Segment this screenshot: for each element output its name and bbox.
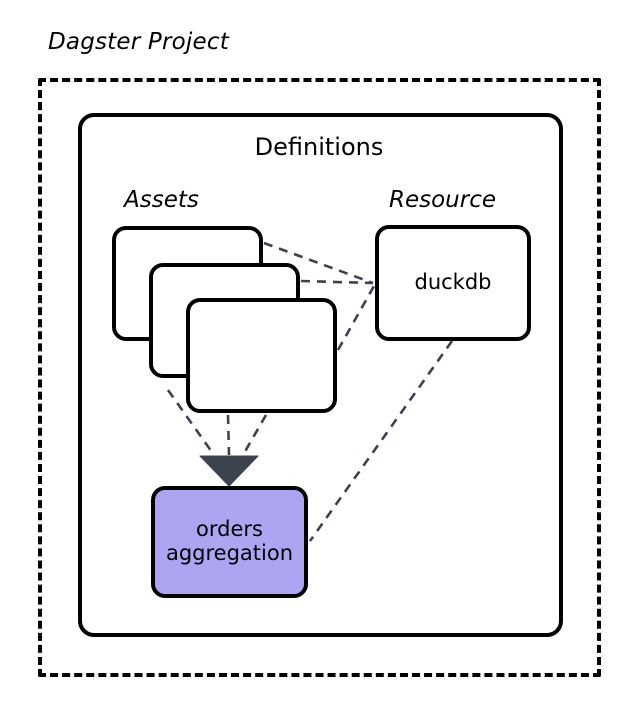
definitions-label: Definitions <box>254 133 384 161</box>
resource-node-duckdb-label: duckdb <box>414 270 492 295</box>
resource-node-duckdb[interactable]: duckdb <box>375 225 531 341</box>
project-boundary <box>38 78 601 677</box>
asset-node-3[interactable] <box>186 298 337 413</box>
project-title: Dagster Project <box>48 29 229 55</box>
asset-node-orders-aggregation-label: orders aggregation <box>165 517 294 565</box>
resource-group-label: Resource <box>389 187 497 213</box>
assets-group-label: Assets <box>124 187 199 213</box>
asset-node-orders-aggregation[interactable]: orders aggregation <box>151 486 308 598</box>
definitions-container <box>78 113 563 637</box>
